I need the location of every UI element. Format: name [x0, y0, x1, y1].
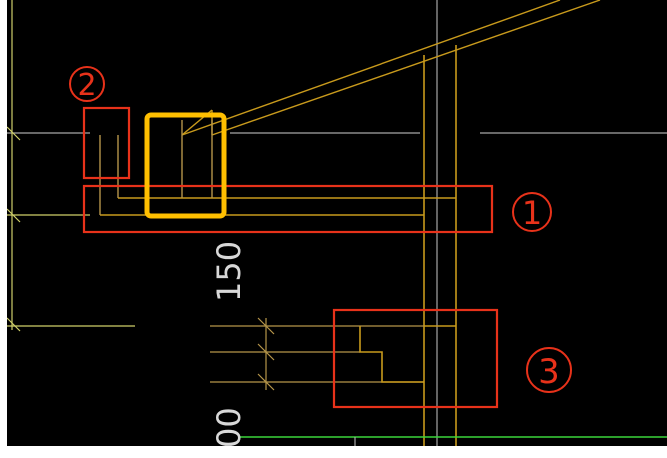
- axis-lines: [7, 0, 667, 446]
- marker-label-2: 2: [77, 68, 96, 103]
- viewport-bottom-edge: [0, 446, 667, 458]
- circled-number-icon-2: 2: [69, 66, 105, 103]
- annotation-box-1: [82, 184, 494, 234]
- dimension-label-partial: 00: [210, 407, 248, 448]
- annotation-box-3: [332, 308, 499, 409]
- marker-label-1: 1: [522, 194, 542, 232]
- circled-number-icon-1: 1: [512, 192, 552, 232]
- dimension-label-150: 150: [210, 241, 248, 302]
- left-dimension-line: [6, 0, 135, 332]
- model-space-background: [7, 0, 667, 446]
- wall-vertical-lines: [423, 45, 457, 446]
- marker-label-3: 3: [538, 352, 560, 392]
- step-detail-lines: [359, 325, 456, 383]
- circled-number-icon-3: 3: [526, 347, 572, 393]
- highlight-box: [144, 112, 227, 219]
- annotation-box-2: [82, 106, 131, 180]
- viewport-left-edge: [0, 0, 7, 458]
